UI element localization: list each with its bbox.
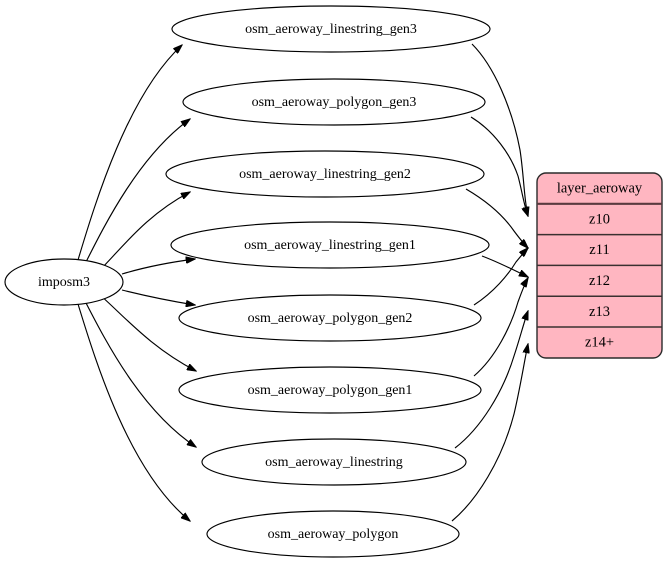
linestring-gen3-label: osm_aeroway_linestring_gen3 [245, 22, 417, 37]
linestring-gen3-ellipse-shape [171, 5, 491, 53]
node-imposm3[interactable]: imposm3 [4, 258, 124, 306]
node-osm-aeroway-linestring-gen1[interactable]: osm_aeroway_linestring_gen1 [170, 221, 490, 269]
linestring-gen1-ellipse-shape [170, 221, 490, 269]
layer-table-row-z11[interactable]: z11 [589, 242, 609, 258]
node-osm-aeroway-linestring-gen2[interactable]: osm_aeroway_linestring_gen2 [165, 150, 485, 198]
edge-linestring-gen3-to-z10 [471, 43, 528, 216]
node-osm-aeroway-polygon-gen3[interactable]: osm_aeroway_polygon_gen3 [182, 78, 486, 126]
polygon-gen2-label: osm_aeroway_polygon_gen2 [248, 311, 413, 326]
polygon-gen3-ellipse-shape [182, 78, 486, 126]
node-osm-aeroway-polygon[interactable]: osm_aeroway_polygon [206, 510, 460, 558]
polygon-gen2-ellipse-shape [178, 294, 482, 342]
node-osm-aeroway-polygon-gen1[interactable]: osm_aeroway_polygon_gen1 [178, 366, 482, 414]
edges-source-to-tables [77, 45, 196, 521]
layer-table-row-z13[interactable]: z13 [589, 304, 610, 320]
edge-polygon-gen3-to-z10 [470, 116, 528, 216]
edge-imposm3-to-polygon-gen1 [99, 294, 196, 371]
linestring-gen2-ellipse-shape [165, 150, 485, 198]
layer-table-row-z12[interactable]: z12 [589, 273, 610, 289]
polygon-gen1-ellipse-shape [178, 366, 482, 414]
node-osm-aeroway-linestring[interactable]: osm_aeroway_linestring [201, 438, 467, 486]
polygon-gen3-label: osm_aeroway_polygon_gen3 [252, 95, 417, 110]
layer-table-row-z14plus[interactable]: z14+ [585, 335, 614, 351]
edge-linestring-gen2-to-z11 [465, 188, 528, 248]
polygon-ellipse-shape [206, 510, 460, 558]
edge-polygon-to-z14plus [451, 344, 528, 522]
linestring-gen1-label: osm_aeroway_linestring_gen1 [244, 238, 416, 253]
polygon-label: osm_aeroway_polygon [268, 527, 399, 542]
edge-imposm3-to-polygon-gen2 [121, 289, 195, 305]
edge-imposm3-to-linestring [84, 300, 196, 447]
node-layer-aeroway-table[interactable]: layer_aeroway z10 z11 z12 z13 z14+ [536, 172, 663, 359]
polygon-gen1-label: osm_aeroway_polygon_gen1 [248, 383, 413, 398]
imposm3-label: imposm3 [38, 275, 90, 290]
edge-linestring-to-z13 [454, 311, 528, 449]
edge-linestring-gen1-to-z12 [481, 255, 528, 277]
node-osm-aeroway-polygon-gen2[interactable]: osm_aeroway_polygon_gen2 [178, 294, 482, 342]
layer-table-row-z10[interactable]: z10 [589, 211, 610, 227]
node-osm-aeroway-linestring-gen3[interactable]: osm_aeroway_linestring_gen3 [171, 5, 491, 53]
edge-imposm3-to-linestring-gen3 [77, 45, 182, 261]
layer-table-title: layer_aeroway [557, 181, 643, 197]
linestring-ellipse-shape [201, 438, 467, 486]
edge-polygon-gen2-to-z11 [473, 248, 528, 306]
edge-imposm3-to-linestring-gen2 [99, 192, 190, 271]
edge-polygon-gen1-to-z12 [473, 278, 528, 377]
imposm3-ellipse-shape [4, 258, 124, 306]
edge-imposm3-to-polygon-gen3 [84, 119, 190, 265]
edge-imposm3-to-polygon [77, 303, 190, 521]
edges-tables-to-layer [451, 43, 528, 522]
edge-imposm3-to-linestring-gen1 [121, 259, 195, 275]
linestring-gen2-label: osm_aeroway_linestring_gen2 [239, 167, 411, 182]
linestring-label: osm_aeroway_linestring [265, 455, 403, 470]
